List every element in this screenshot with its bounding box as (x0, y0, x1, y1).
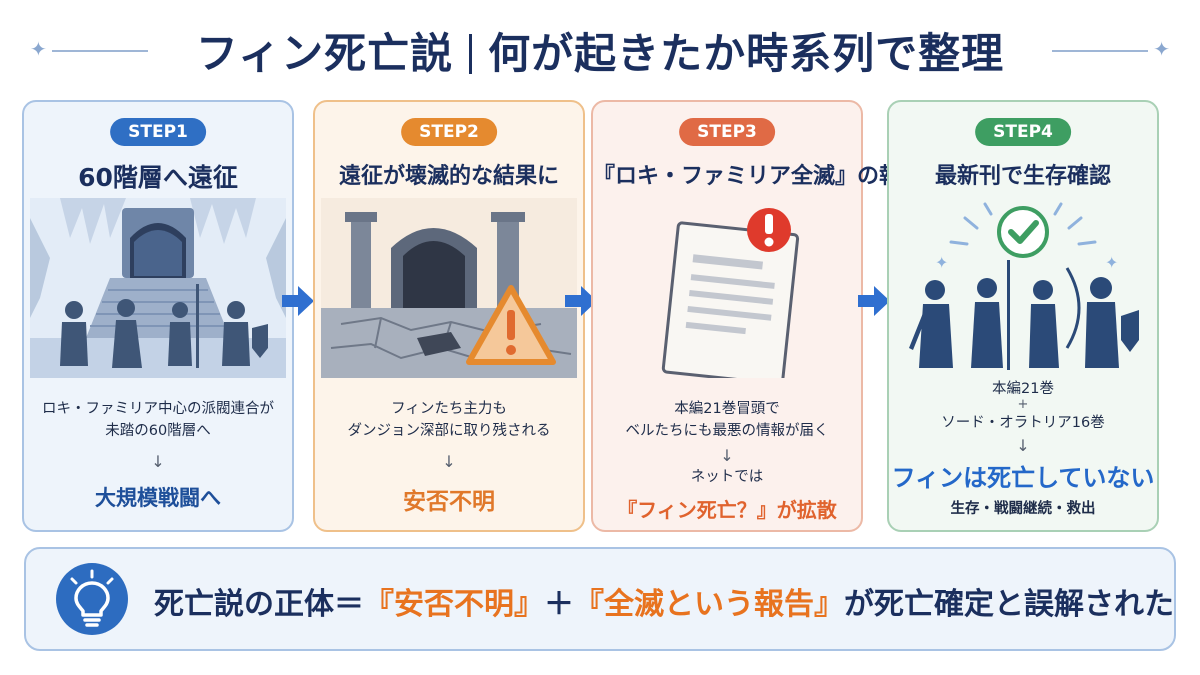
sparkle-icon: ✦ (30, 37, 47, 61)
step-result: 大規模戦闘へ (95, 486, 221, 510)
divider (52, 50, 148, 52)
step-card-3: STEP3 『ロキ・ファミリア全滅』の報せ 本編21巻冒頭で ベルたちにも最悪の… (591, 100, 924, 532)
conclusion-text: 死亡説の正体＝『安否不明』＋『全滅という報告』が死亡確定と誤解された (154, 579, 1174, 623)
title-left: フィン死亡説 (195, 29, 454, 78)
step-title: 『ロキ・ファミリア全滅』の報せ (593, 164, 924, 189)
header: ✦ フィン死亡説何が起きたか時系列で整理 ✦ (0, 14, 1200, 88)
arrow-right-icon (858, 286, 890, 316)
title-right: 何が起きたか時系列で整理 (488, 29, 1005, 78)
conclusion-plus: ＋ (544, 587, 574, 622)
step-badge: STEP4 (975, 118, 1071, 146)
step-title: 遠征が壊滅的な結果に (338, 164, 559, 189)
step-result: 安否不明 (403, 489, 495, 515)
down-arrow-icon: ↓ (442, 452, 456, 471)
arrow-right-icon (282, 286, 314, 316)
lightbulb-icon (56, 563, 128, 635)
step-sub-label: 生存・戦闘継続・救出 (950, 501, 1096, 517)
conclusion-highlight-2: 『全滅という報告』 (574, 587, 844, 622)
ruined-dungeon-illustration (321, 198, 577, 378)
arrow-right-icon (565, 286, 597, 316)
plus-sign: + (1017, 397, 1029, 412)
conclusion-suffix: が死亡確定と誤解された (844, 587, 1174, 622)
down-arrow-icon: ↓ (720, 446, 734, 465)
step-card-1: STEP1 60階層へ遠征 ロキ・ファミリア中心の派閥連合が 未踏の60階層へ … (22, 100, 294, 532)
step-desc-line: フィンたち主力も (391, 401, 507, 417)
step-desc-line: ソード・オラトリア16巻 (941, 415, 1105, 431)
title-separator (469, 34, 473, 74)
survivors-illustration: ✦ ✦ (895, 198, 1151, 378)
step-result: フィンは死亡していない (891, 464, 1155, 492)
step-badge: STEP3 (679, 118, 775, 146)
down-arrow-icon: ↓ (1016, 436, 1030, 455)
conclusion-banner: 死亡説の正体＝『安否不明』＋『全滅という報告』が死亡確定と誤解された (24, 547, 1176, 651)
step-title: 60階層へ遠征 (78, 163, 238, 192)
step-result: 『フィン死亡？』が拡散 (617, 498, 837, 522)
step-card-4: STEP4 最新刊で生存確認 ✦ ✦ 本編21巻 + ソード・オラトリア16巻 … (887, 100, 1159, 532)
dungeon-gate-illustration (30, 198, 286, 378)
step-badge: STEP2 (401, 118, 497, 146)
step-desc-line: ベルたちにも最悪の情報が届く (625, 423, 829, 439)
step-desc-line: ダンジョン深部に取り残される (347, 423, 551, 439)
conclusion-highlight-1: 『安否不明』 (364, 587, 544, 622)
report-document-illustration (661, 208, 800, 378)
step-badge: STEP1 (110, 118, 206, 146)
step-desc-line: 未踏の60階層へ (105, 423, 211, 439)
step-card-2: STEP2 遠征が壊滅的な結果に フィンたち主力も ダンジョン深部に取り残される… (313, 100, 585, 532)
check-icon (997, 206, 1049, 258)
step-sub-label: ネットでは (690, 469, 764, 485)
step-desc-line: ロキ・ファミリア中心の派閥連合が (42, 401, 274, 417)
step-desc-line: 本編21巻 (992, 381, 1054, 397)
step-desc-line: 本編21巻冒頭で (674, 401, 780, 417)
conclusion-prefix: 死亡説の正体＝ (154, 587, 364, 622)
sparkle-icon: ✦ (1153, 37, 1170, 61)
svg-text:✦: ✦ (1105, 253, 1118, 272)
step-title: 最新刊で生存確認 (934, 164, 1111, 189)
page-title: フィン死亡説何が起きたか時系列で整理 (160, 20, 1040, 81)
svg-text:✦: ✦ (935, 253, 948, 272)
divider (1052, 50, 1148, 52)
down-arrow-icon: ↓ (151, 452, 165, 471)
